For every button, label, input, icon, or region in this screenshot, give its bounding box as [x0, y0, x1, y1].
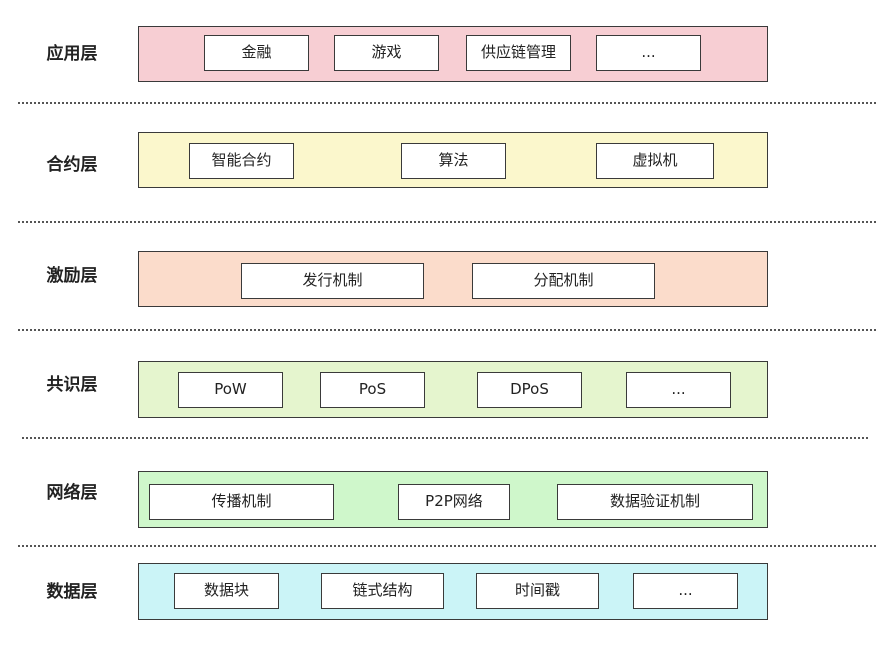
- item-data-verification: 数据验证机制: [557, 484, 753, 520]
- separator: [18, 545, 876, 547]
- item-virtual-machine: 虚拟机: [596, 143, 714, 179]
- separator: [18, 329, 876, 331]
- item-pow: PoW: [178, 372, 283, 408]
- item-timestamp: 时间戳: [476, 573, 599, 609]
- layer-label-network: 网络层: [46, 483, 98, 503]
- item-more-application: ...: [596, 35, 701, 71]
- item-issuance-mechanism: 发行机制: [241, 263, 424, 299]
- item-more-consensus: ...: [626, 372, 731, 408]
- item-data-block: 数据块: [174, 573, 279, 609]
- item-algorithm: 算法: [401, 143, 506, 179]
- layer-label-incentive: 激励层: [46, 266, 98, 286]
- layer-band-consensus: PoW PoS DPoS ...: [138, 361, 768, 418]
- separator: [22, 437, 868, 439]
- layer-label-data: 数据层: [46, 582, 98, 602]
- item-more-data: ...: [633, 573, 738, 609]
- item-chain-structure: 链式结构: [321, 573, 444, 609]
- layer-band-application: 金融 游戏 供应链管理 ...: [138, 26, 768, 82]
- item-games: 游戏: [334, 35, 439, 71]
- layer-band-contract: 智能合约 算法 虚拟机: [138, 132, 768, 188]
- item-dpos: DPoS: [477, 372, 582, 408]
- layer-label-consensus: 共识层: [46, 375, 98, 395]
- layer-label-application: 应用层: [46, 44, 98, 64]
- layer-label-contract: 合约层: [46, 155, 98, 175]
- item-finance: 金融: [204, 35, 309, 71]
- item-smart-contract: 智能合约: [189, 143, 294, 179]
- item-supply-chain: 供应链管理: [466, 35, 571, 71]
- layer-band-network: 传播机制 P2P网络 数据验证机制: [138, 471, 768, 528]
- item-distribution-mechanism: 分配机制: [472, 263, 655, 299]
- item-p2p-network: P2P网络: [398, 484, 510, 520]
- separator: [18, 102, 876, 104]
- item-pos: PoS: [320, 372, 425, 408]
- layer-band-data: 数据块 链式结构 时间戳 ...: [138, 563, 768, 620]
- layer-band-incentive: 发行机制 分配机制: [138, 251, 768, 307]
- separator: [18, 221, 876, 223]
- item-propagation-mechanism: 传播机制: [149, 484, 334, 520]
